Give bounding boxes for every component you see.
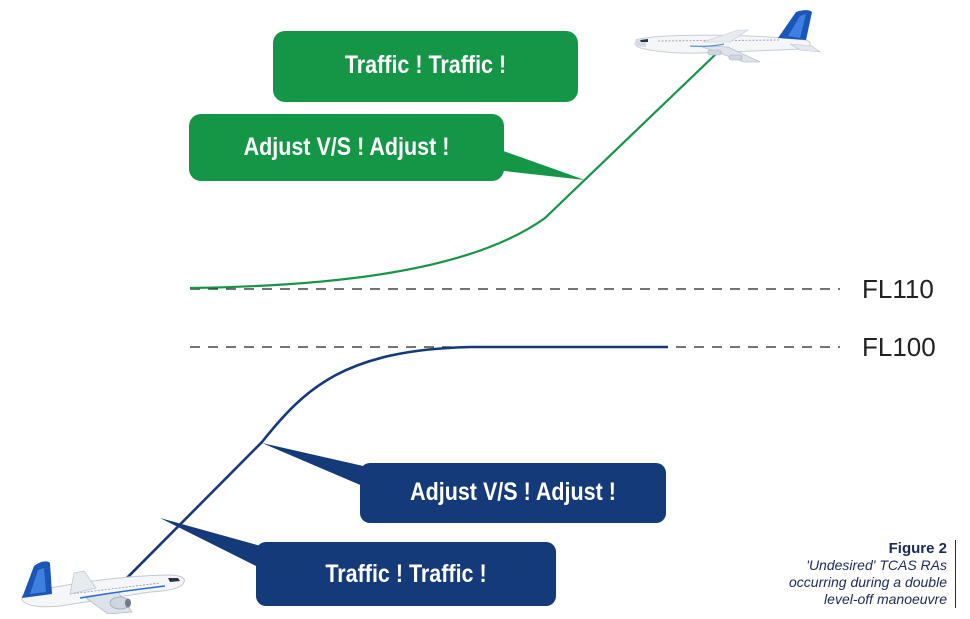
figure-caption-title: Figure 2 (888, 540, 947, 557)
upper-bubble-traffic-tail (478, 74, 560, 99)
lower-bubble-adjust (360, 463, 666, 523)
lower-bubble-adjust-text: Adjust V/S ! Adjust ! (410, 478, 616, 506)
lower-trajectory (107, 345, 668, 598)
lower-bubble-traffic-text: Traffic ! Traffic ! (325, 560, 487, 588)
lower-bubble-traffic-tail (160, 518, 268, 572)
lower-aircraft-icon (21, 561, 185, 615)
figure-caption-text: 'Undesired' TCAS RAs occurring during a … (789, 557, 947, 607)
lower-bubble-traffic (256, 542, 556, 606)
upper-bubble-adjust-tail (495, 148, 585, 180)
lower-bubble-adjust-tail (262, 443, 372, 490)
upper-trajectory (189, 51, 719, 290)
fl100-label: FL100 (862, 332, 936, 362)
fl110-label: FL110 (862, 274, 934, 304)
upper-aircraft-icon (634, 10, 822, 63)
upper-bubble-adjust-text: Adjust V/S ! Adjust ! (243, 133, 450, 161)
upper-bubble-adjust (189, 114, 504, 181)
figure-caption: Figure 2 'Undesired' TCAS RAs occurring … (747, 540, 956, 608)
upper-bubble-traffic-text: Traffic ! Traffic ! (344, 51, 507, 79)
